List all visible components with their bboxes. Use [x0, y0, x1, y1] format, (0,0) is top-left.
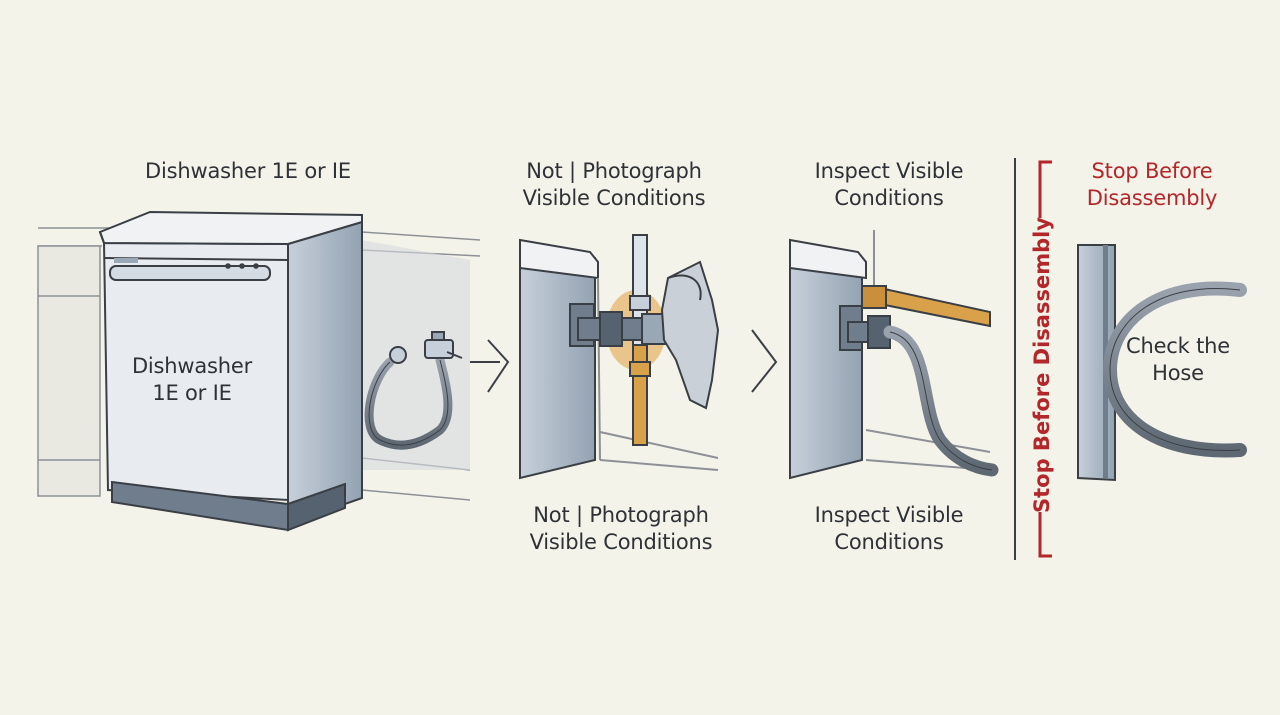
photograph-top-label: Not | Photograph Visible Conditions — [522, 159, 706, 210]
warning-bracket — [1038, 160, 1052, 558]
inspect-bottom-label: Inspect Visible Conditions — [814, 503, 964, 554]
inspect-panel — [789, 230, 999, 480]
stop-top-label: Stop Before Disassembly — [1086, 159, 1218, 210]
dishwasher-center-label: Dishwasher 1E or IE — [131, 354, 253, 405]
photograph-bottom-label: Not | Photograph Visible Conditions — [529, 503, 713, 554]
arrow-right-icon — [470, 339, 510, 393]
check-hose-label: Check the Hose — [1126, 334, 1230, 385]
hand-icon — [660, 260, 720, 410]
photograph-panel — [519, 234, 720, 480]
dishwasher-top-label: Dishwasher 1E or IE — [145, 159, 351, 183]
stop-vertical-label: Stop Before Disassembly — [1030, 217, 1054, 513]
inspect-top-label: Inspect Visible Conditions — [814, 159, 964, 210]
copper-pipe — [632, 339, 648, 446]
dishwasher-side — [287, 220, 363, 526]
stop-panel — [1014, 158, 1247, 560]
chevron-right-icon — [751, 329, 778, 393]
copper-pipe — [879, 286, 991, 328]
dishwasher-panel — [37, 210, 481, 532]
